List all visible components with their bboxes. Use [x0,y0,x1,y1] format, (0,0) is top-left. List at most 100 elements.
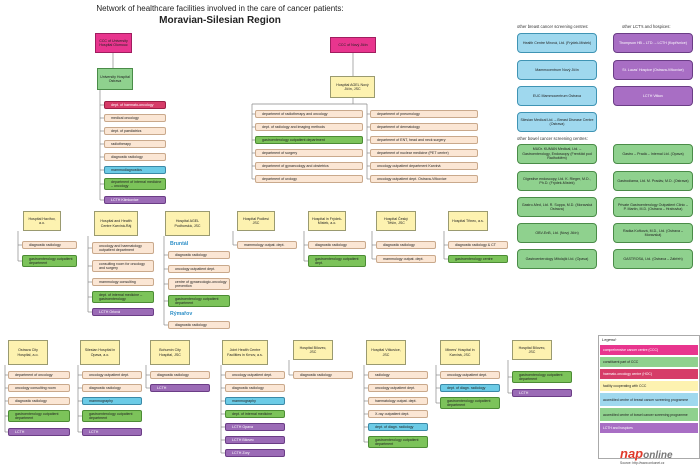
opava-header[interactable]: Silesian Hospital in Opava, a.o. [80,340,120,365]
vitkovice-item[interactable]: haematology outpat. dept. [368,397,428,405]
bilovec2-item[interactable]: gastroenterology outpatient department [512,371,572,383]
bilovec2-header[interactable]: Hospital Bílovec, JSC [512,340,552,360]
podlesi-header[interactable]: Hospital Podlesí JSC [237,211,275,231]
lcth-centre[interactable]: LCTH Vitkov [613,86,693,106]
karvina-item[interactable]: dept. of internal medicine – gastroenter… [92,291,154,303]
krnov-header[interactable]: Joint Health Centre Facilities in Krnov,… [222,340,268,365]
lcth-centre[interactable]: Thompson HB – LTD. – LCTH (Kopřivnice) [613,33,693,53]
krnov-item[interactable]: LCTH Bilovec [225,436,285,444]
podhorska-item[interactable]: diagnostic radiology [168,251,230,259]
nj-item[interactable]: department of nuclear medicine (PET cent… [370,149,478,157]
krnov-item[interactable]: dept. of internal medicine [225,410,285,418]
opava-item[interactable]: diagnostic radiology [82,384,142,392]
miners-item[interactable]: dept. of diagn. radiology [440,384,500,392]
bowel-centre[interactable]: Gastro-Med, Ltd. R. Suppa, M.D. (Moravsk… [517,197,597,217]
miners-item[interactable]: oncology outpatient dept. [440,371,500,379]
bohumin-item[interactable]: LCTH [150,384,210,392]
ostrava-city-item[interactable]: oncology consulting room [8,384,70,392]
bowel-centre[interactable]: Private Gastroenterology Outpatient Clin… [613,197,693,217]
cesky-header[interactable]: Hospital Český Těšín, JSC [376,211,416,231]
uh-item[interactable]: mammodiagnostics [104,166,166,174]
karvina-item[interactable]: LCTH Orlová [92,308,154,316]
karvina-item[interactable]: consulting room for oncology and surgery [92,260,154,272]
podhorska-header[interactable]: Hospital AGEL Podhorská, JSC [165,211,210,236]
vitkovice-header[interactable]: Hospital Vítkovice, JSC [366,340,406,365]
nj-item[interactable]: oncology outpatient department Karviná [370,162,478,170]
ostrava-city-item[interactable]: department of oncology [8,371,70,379]
opava-item[interactable]: oncology outpatient dept. [82,371,142,379]
ostrava-city-item[interactable]: gastroenterology outpatient department [8,410,70,422]
breast-centre[interactable]: Health Centre Mírová, Ltd. (Frýdek-Míste… [517,33,597,53]
nj-item[interactable]: department of gynaecology and obstetrics [255,162,363,170]
miners-item[interactable]: gastroenterology outpatient department [440,397,500,409]
karvina-header[interactable]: Hospital and Health Centre Karviná-Ráj [94,211,138,236]
opava-item[interactable]: gastroenterology outpatient department [82,410,142,422]
uh-item[interactable]: diagnostic radiology [104,153,166,161]
miners-header[interactable]: Miners' Hospital in Karviná, JSC [440,340,480,365]
vitkovice-item[interactable]: gastroenterology outpatient department [368,436,428,448]
nj-item[interactable]: department of pneumology [370,110,478,118]
podhorska-item[interactable]: diagnostic radiology [168,321,230,329]
ostrava-city-header[interactable]: Ostrava City Hospital, a.o. [8,340,48,365]
krnov-item[interactable]: LCTH Zory [225,449,285,457]
trinec-header[interactable]: Hospital Třinec, a.s. [448,211,488,231]
nj-item[interactable]: department of ENT, head and neck surgery [370,136,478,144]
uh-item[interactable]: medical oncology [104,114,166,122]
opava-item[interactable]: mammography [82,397,142,405]
opava-item[interactable]: LCTH [82,428,142,436]
krnov-item[interactable]: oncology outpatient dept. [225,371,285,379]
bowel-centre[interactable]: Digestive endoscopy, Ltd. K. Rieger, M.D… [517,171,597,191]
cesky-item[interactable]: diagnostic radiology [376,241,436,249]
nj-item[interactable]: department of radiotherapy and oncology [255,110,363,118]
cesky-item[interactable]: mammology outpat. dept. [376,255,436,263]
bilovec-header[interactable]: Hospital Bílovec, JSC [293,340,333,360]
breast-centre[interactable]: Silesian Medical Ltd. – Breast Disease C… [517,112,597,132]
nj-item[interactable]: department of surgery [255,149,363,157]
frydek-item[interactable]: gastroenterology outpatient dept. [308,255,366,267]
frydek-item[interactable]: diagnostic radiology [308,241,366,249]
bowel-centre[interactable]: OBV-EnB, Ltd. (Nový Jičín) [517,223,597,243]
karvina-item[interactable]: mammology consulting [92,278,154,286]
bilovec-item[interactable]: diagnostic radiology [293,371,353,379]
bowel-centre[interactable]: Gastroenterology Mitolajík Ltd. (Opava) [517,249,597,269]
uh-item[interactable]: dept. of paediatrics [104,127,166,135]
podhorska-item[interactable]: oncology outpatient dept. [168,265,230,273]
frydek-header[interactable]: Hospital in Frýdek-Místek, a.o. [308,211,346,231]
podlesi-item[interactable]: mammology outpat. dept. [237,241,297,249]
nj-hospital-header[interactable]: Hospital AGEL Nový Jičín, JSC [330,76,375,98]
vitkovice-item[interactable]: radiology [368,371,428,379]
havirov-item[interactable]: gastroenterology outpatient department [22,255,77,267]
nj-item[interactable]: department of dermatology [370,123,478,131]
uh-item[interactable]: dept. of haemato-oncology [104,101,166,109]
breast-centre[interactable]: Mammocentrum Nový Jičín [517,60,597,80]
breast-centre[interactable]: EUC Mammocentrum Ostrava [517,86,597,106]
bilovec2-item[interactable]: LCTH [512,389,572,397]
podhorska-item[interactable]: centre of gynaecologic-oncology preventi… [168,278,230,290]
nj-item[interactable]: department of urology [255,175,363,183]
bohumin-item[interactable]: diagnostic radiology [150,371,210,379]
bowel-centre[interactable]: Radka Kořková, M.D., Ltd. (Ostrava – Mor… [613,223,693,243]
bowel-centre[interactable]: Gastro – Pradá – Internal Ltd. (Opava) [613,144,693,164]
karvina-item[interactable]: oncology and haematology outpatient depa… [92,242,154,254]
havirov-header[interactable]: Hospital Havířov, a.o. [23,211,61,231]
nj-item[interactable]: gastroenterology outpatient department [255,136,363,144]
uh-ostrava-header[interactable]: University Hospital Ostrava [97,68,133,90]
trinec-item[interactable]: gastroenterology centre [448,255,508,263]
ostrava-city-item[interactable]: LCTH [8,428,70,436]
vitkovice-item[interactable]: oncology outpatient dept. [368,384,428,392]
vitkovice-item[interactable]: dept. of diagn. radiology [368,423,428,431]
ccc-novy-jicin-box[interactable]: CCC of Nový Jičín [330,37,376,53]
lcth-centre[interactable]: St. Lucas' Hospice (Ostrava-Vítkovice) [613,60,693,80]
bowel-centre[interactable]: GASTROSA, Ltd. (Ostrava – Zábřeh) [613,249,693,269]
krnov-item[interactable]: diagnostic radiology [225,384,285,392]
bowel-centre[interactable]: Gastrodiama, Ltd. M. Pradáv, M.D. (Ostra… [613,171,693,191]
nj-item[interactable]: dept. of radiology and imaging methods [255,123,363,131]
havirov-item[interactable]: diagnostic radiology [22,241,77,249]
vitkovice-item[interactable]: X-ray outpatient dept. [368,410,428,418]
uh-item[interactable]: radiotherapy [104,140,166,148]
podhorska-item[interactable]: gastroenterology outpatient department [168,295,230,307]
ccc-olomouc-box[interactable]: CCC of University Hospital Olomouc [95,33,132,53]
bowel-centre[interactable]: MUDr. KUMAN Medical, Ltd. – Gastroentero… [517,144,597,164]
krnov-item[interactable]: mammography [225,397,285,405]
uh-item[interactable]: LCTH Klimkovice [104,196,166,204]
